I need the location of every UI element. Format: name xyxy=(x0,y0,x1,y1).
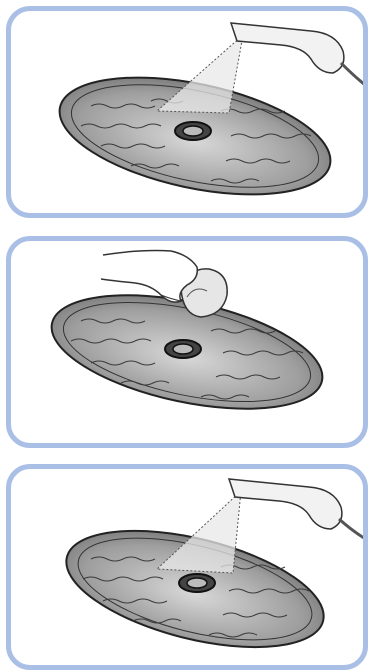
spray-cone-icon xyxy=(157,491,241,573)
step-panel-wipe xyxy=(6,236,368,448)
spray-nozzle-icon xyxy=(231,23,368,91)
step-panel-spray-2 xyxy=(6,464,368,670)
spray-illustration xyxy=(11,11,368,218)
spray-nozzle-icon xyxy=(229,479,368,543)
step-panel-spray-1 xyxy=(6,6,368,218)
grill-disc-icon xyxy=(55,509,335,670)
spray-cone-icon xyxy=(157,35,243,113)
spray-illustration xyxy=(11,469,368,670)
wipe-illustration xyxy=(11,241,368,448)
